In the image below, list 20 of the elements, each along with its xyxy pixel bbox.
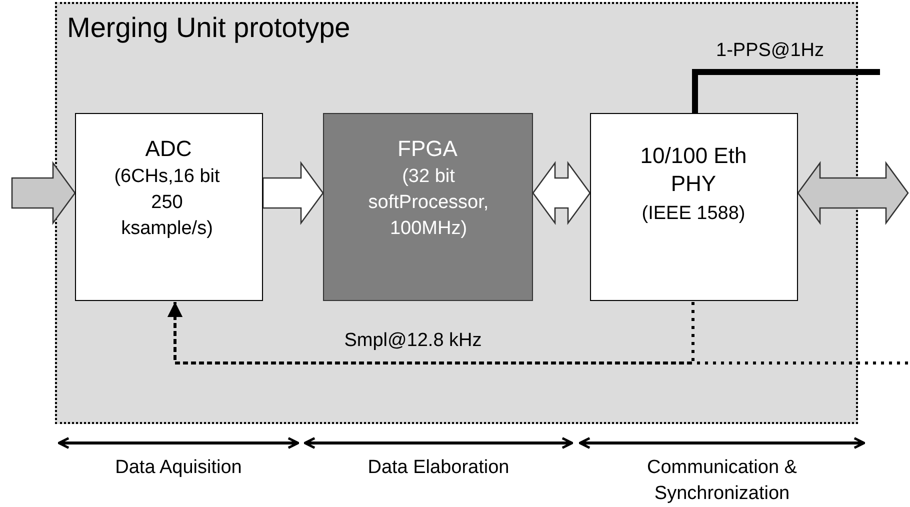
block-arrow bbox=[11, 161, 76, 225]
block-description: (6CHs,16 bit 250 ksample/s) bbox=[113, 165, 221, 241]
thick-signal-line bbox=[692, 69, 880, 113]
block-description: (IEEE 1588) bbox=[640, 202, 746, 225]
block-box bbox=[323, 113, 533, 301]
block-arrow bbox=[262, 161, 324, 225]
block-title: FPGA bbox=[396, 136, 458, 162]
section-label: Data Aquisition bbox=[114, 456, 243, 480]
section-label: Data Elaboration bbox=[366, 456, 510, 480]
block-box bbox=[590, 113, 798, 301]
block-title: 10/100 Eth PHY bbox=[639, 142, 748, 198]
block-description: (32 bit softProcessor, 100MHz) bbox=[367, 165, 490, 241]
block-box bbox=[75, 113, 263, 301]
block-arrow bbox=[532, 161, 591, 225]
dotted-arrow bbox=[168, 302, 908, 364]
system-boundary bbox=[55, 2, 858, 424]
block-title: ADC bbox=[144, 136, 193, 162]
container-heading: Merging Unit prototype bbox=[67, 12, 352, 44]
block-arrow bbox=[797, 161, 909, 225]
section-label: Communication & Synchronization bbox=[646, 456, 798, 506]
